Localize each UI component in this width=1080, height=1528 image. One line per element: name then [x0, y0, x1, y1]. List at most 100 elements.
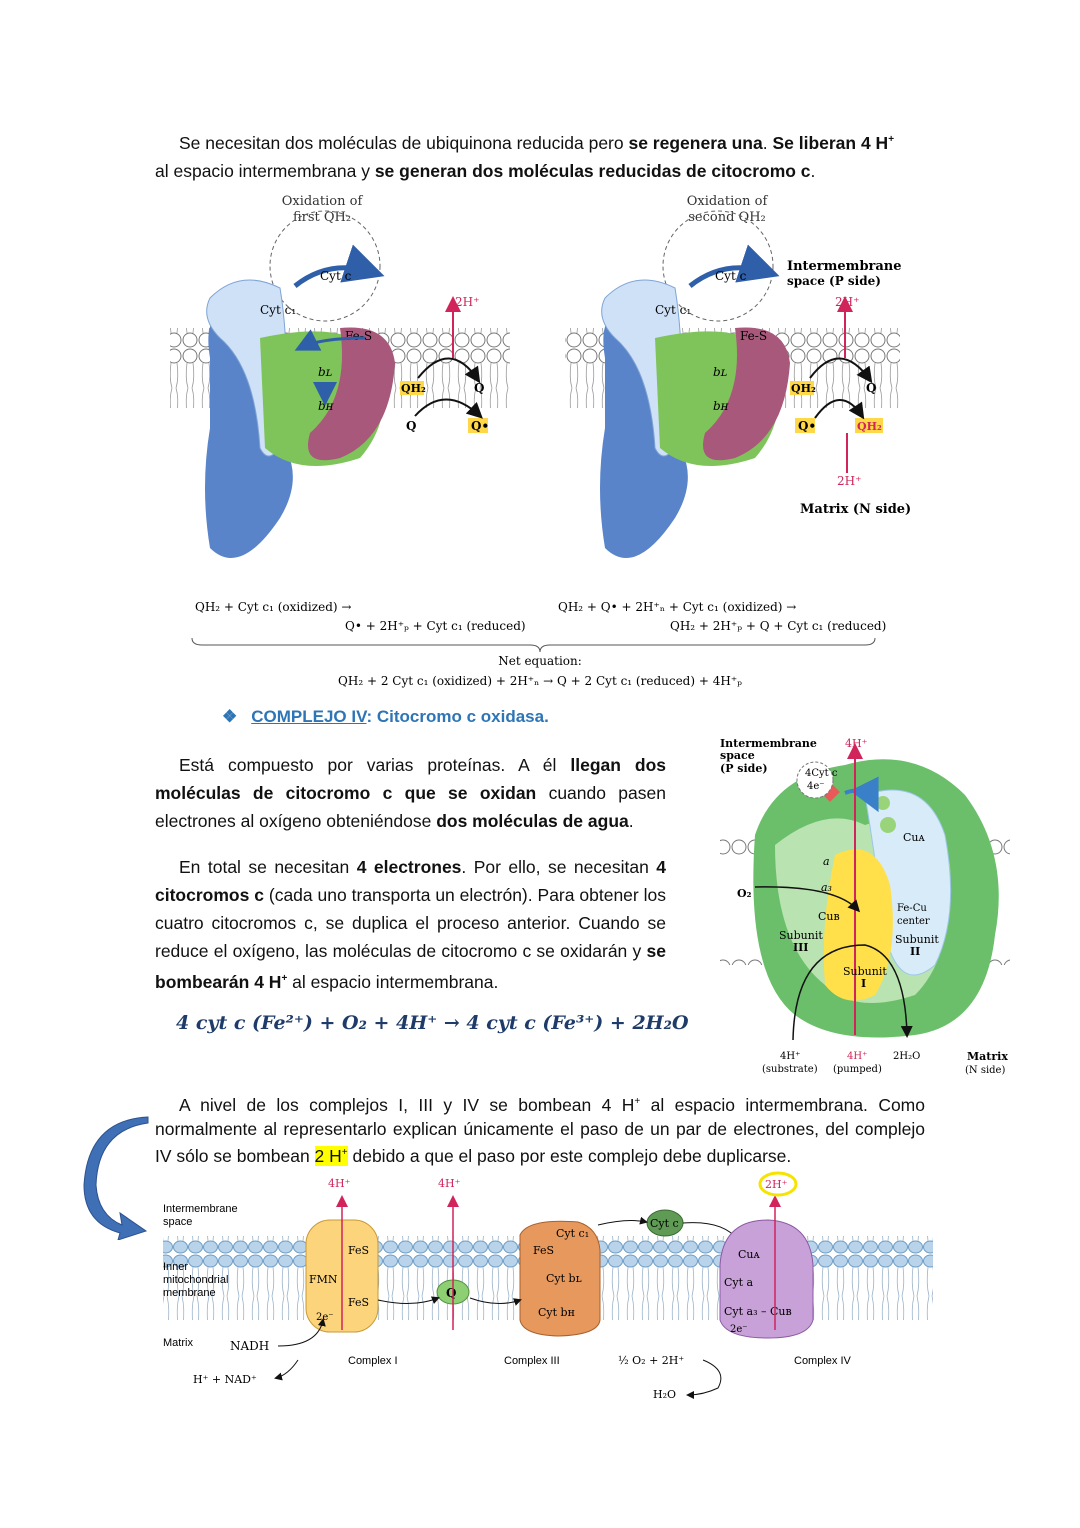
fes-subunit [308, 327, 395, 461]
etc-lbl-cytbl: Cyt bʟ [546, 1272, 582, 1285]
label-bl: bʟ [318, 365, 333, 379]
intro-text-3: al espacio intermembrana y [155, 160, 375, 181]
eq-right-2: QH₂ + 2H⁺ₚ + Q + Cyt c₁ (reduced) [670, 619, 886, 633]
c4-lbl-cua: Cuᴀ [903, 831, 926, 844]
complex4-shape [719, 1219, 814, 1339]
label-p-side: space (P side) [787, 274, 881, 288]
label-cyt-c-right: Cyt c [715, 269, 747, 283]
etc-lbl-q: Q [446, 1286, 456, 1300]
complex4-figure: Intermembrane space (P side) 4H⁺ 4Cyt c … [720, 737, 1010, 1076]
etc-lbl-cua: Cuᴀ [738, 1248, 761, 1261]
summary-t1: A nivel de los complejos I, III y IV se … [179, 1094, 635, 1115]
c4p2-t1: En total se necesitan [179, 857, 357, 877]
intro-text-4: . [810, 160, 816, 181]
arrow-fes-to-c1 [294, 329, 366, 351]
label-intermembrane: Intermembrane [787, 259, 902, 274]
label-fes: Fe-S [345, 329, 372, 343]
cytc1-to-cytc-arrow [597, 1216, 648, 1226]
intro-bold-3: se generan dos moléculas reducidas de ci… [374, 160, 811, 181]
heading-link[interactable]: COMPLEJO IV [251, 707, 367, 726]
etc-lbl-h4: 2H⁺ [765, 1178, 788, 1191]
etc-lbl-space: space [163, 1216, 192, 1228]
c4-lbl-p-side: (P side) [720, 762, 768, 775]
arrow-q-to-qrad-left [414, 398, 483, 419]
left-caption-1: Oxidation of [282, 194, 364, 209]
label-cyt-c: Cyt c [320, 269, 352, 283]
summary-hl-text: 2 H [314, 1145, 342, 1166]
c4-lbl-h-pump: 4H⁺ [847, 1051, 867, 1062]
c4-lbl-o2: O₂ [737, 887, 752, 900]
etc-lbl-cytbh: Cyt bʜ [538, 1306, 575, 1319]
c4-cua-dot-2 [880, 817, 896, 833]
etc-lbl-cytc: Cyt c [650, 1217, 679, 1230]
label-bl-right: bʟ [713, 365, 728, 379]
summary-paragraph: A nivel de los complejos I, III y IV se … [155, 1090, 925, 1168]
c4p1-t1: Está compuesto por varias proteínas. A é… [179, 755, 571, 775]
label-2h-right-bottom: 2H⁺ [837, 474, 861, 488]
summary-sup1: + [634, 1096, 641, 1107]
right-caption-2: second QH₂ [688, 210, 766, 225]
water-arrow [686, 1359, 722, 1399]
c4-lbl-h-pump-l: (pumped) [833, 1064, 882, 1075]
c4p2-t2: . Por ello, se necesitan [461, 857, 657, 877]
c4-lbl-intermembrane: Intermembrane [720, 737, 817, 750]
q-cycle-left-panel: Oxidation of first QH₂ Cyt c Cyt c₁ Fe-S… [170, 194, 526, 633]
etc-lbl-fes2: FeS [348, 1296, 369, 1309]
qh2-box-right [790, 381, 814, 395]
label-bh-right: bʜ [713, 399, 729, 413]
etc-lbl-fes3: FeS [533, 1244, 554, 1257]
eq-left-2: Q• + 2H⁺ₚ + Cyt c₁ (reduced) [345, 619, 526, 633]
intro-bold-2: Se liberan 4 H+ [772, 133, 894, 153]
c4p2-t3: (cada uno transporta un electrón). Para … [155, 885, 666, 961]
c4p1-t2: cuando pasen electrones al oxígeno obten… [155, 783, 666, 831]
arrow-qh2-to-q-left [417, 357, 481, 384]
intro-paragraph: Se necesitan dos moléculas de ubiquinona… [155, 126, 930, 185]
label-qh2-right: QH₂ [791, 382, 816, 395]
c4p2-b3-text: se bombearán 4 H [155, 941, 666, 992]
c4-e-arrow [844, 776, 879, 813]
c4-cyt-circle [796, 761, 834, 799]
label-cyt-c1: Cyt c₁ [260, 303, 296, 317]
label-fes-right: Fe-S [740, 329, 767, 343]
q-cycle-figure: Oxidation of first QH₂ Cyt c Cyt c₁ Fe-S… [170, 194, 911, 688]
c4-cua-dot-1 [876, 796, 890, 810]
c4p1-b1: llegan dos moléculas de citocromo c que … [155, 755, 666, 803]
etc-lbl-nad: H⁺ + NAD⁺ [193, 1373, 257, 1386]
summary-highlight: 2 H+ [314, 1145, 348, 1166]
c4p2-sup: + [281, 973, 288, 984]
intro-text-1: Se necesitan dos moléculas de ubiquinona… [179, 132, 629, 153]
complex4-paragraph-2: En total se necesitan 4 electrones. Por … [155, 853, 666, 996]
summary-t2: al espacio intermembrana. Como normalmen… [155, 1094, 925, 1166]
c4-lbl-sub2a: Subunit [895, 933, 939, 946]
fes-subunit-right [703, 327, 790, 461]
etc-lbl-complex4: Complex IV [794, 1355, 852, 1367]
label-matrix: Matrix (N side) [800, 502, 911, 517]
nad-arrow [274, 1359, 299, 1381]
label-q-left: Q [474, 381, 484, 395]
heading-bullet: ❖ [222, 707, 238, 726]
etc-lbl-nadh: NADH [230, 1339, 269, 1353]
etc-lbl-2e1: 2e⁻ [316, 1312, 334, 1323]
arrow-qrad-to-qh2-right [814, 399, 865, 420]
etc-lbl-intermembrane: Intermembrane [163, 1203, 238, 1215]
c4-lbl-a: a [823, 855, 830, 868]
etc-lbl-2e4: 2e⁻ [730, 1324, 748, 1335]
eq-right-1: QH₂ + Q• + 2H⁺ₙ + Cyt c₁ (oxidized) → [558, 600, 796, 614]
etc-lbl-mito: mitochondrial [163, 1274, 228, 1286]
c4-o2-arrow [754, 886, 861, 913]
heading-rest: : Citocromo c oxidasa. [366, 707, 549, 726]
etc-lbl-complex1: Complex I [348, 1355, 398, 1367]
c4p2-b1: 4 electrones [356, 857, 462, 877]
c4-lbl-matrix: Matrix [967, 1050, 1008, 1063]
eq-left-1: QH₂ + Cyt c₁ (oxidized) → [195, 600, 351, 614]
c4-lbl-sub2b: II [910, 945, 920, 958]
c4-lbl-fecu: Fe-Cu [897, 903, 927, 914]
etc-lbl-cytc1: Cyt c₁ [556, 1227, 589, 1240]
q-cycle-right-panel: Oxidation of second QH₂ Cyt c Cyt c₁ Fe-… [558, 194, 911, 633]
etc-lbl-fmn: FMN [309, 1273, 338, 1286]
c4p1-b2: dos moléculas de agua [436, 811, 629, 831]
c4-lbl-center: center [897, 916, 930, 927]
label-cyt-c1-right: Cyt c₁ [655, 303, 691, 317]
c4p2-b2: 4 citocromos c [155, 857, 667, 905]
nadh-arrow [277, 1318, 326, 1347]
